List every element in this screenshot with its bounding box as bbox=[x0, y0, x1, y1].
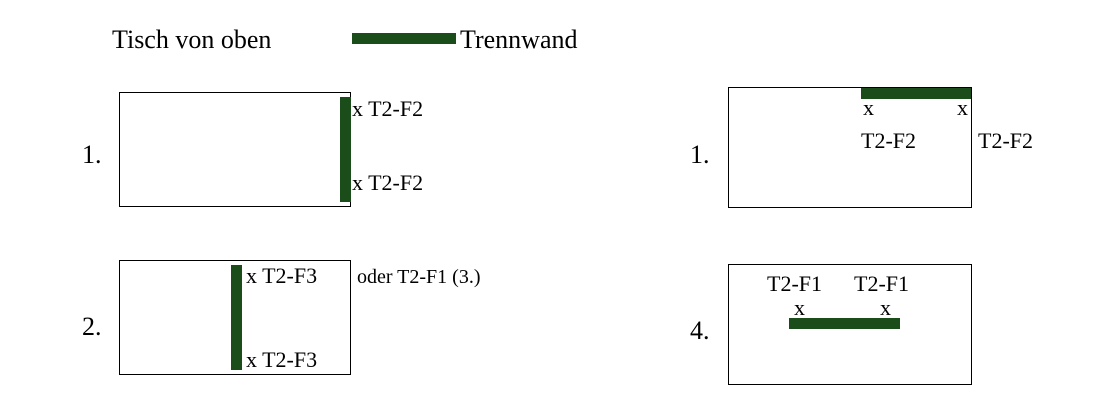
panel-3-label-left: T2-F2 bbox=[861, 128, 916, 153]
panel-4-marker-left: x bbox=[794, 295, 805, 320]
panel-1-label-bottom: x T2-F2 bbox=[352, 170, 424, 195]
panel-4-marker-right: x bbox=[880, 295, 891, 320]
legend-wall-label: Trennwand bbox=[460, 25, 578, 54]
panel-4-number: 4. bbox=[690, 316, 710, 345]
panel-3-marker-left: x bbox=[863, 95, 874, 120]
panel-3-marker-right: x bbox=[957, 95, 968, 120]
panel-2-number: 2. bbox=[82, 312, 102, 341]
panel-2-label-top: x T2-F3 bbox=[246, 263, 318, 288]
panel-3-table bbox=[728, 87, 972, 208]
panel-4-label-left: T2-F1 bbox=[767, 271, 822, 296]
panel-4-divider-wall bbox=[789, 318, 900, 329]
panel-3-divider-wall bbox=[861, 88, 971, 99]
panel-2-label-bottom: x T2-F3 bbox=[246, 347, 318, 372]
panel-1-number: 1. bbox=[82, 140, 102, 169]
panel-3-label-right: T2-F2 bbox=[978, 128, 1033, 153]
panel-3-number: 1. bbox=[690, 140, 710, 169]
panel-4-label-right: T2-F1 bbox=[854, 271, 909, 296]
legend-wall-swatch bbox=[352, 33, 456, 44]
panel-2-divider-wall bbox=[231, 265, 242, 370]
panel-2-note: oder T2-F1 (3.) bbox=[357, 266, 481, 288]
panel-1-divider-wall bbox=[340, 97, 351, 202]
legend-table-label: Tisch von oben bbox=[112, 25, 272, 54]
panel-1-label-top: x T2-F2 bbox=[352, 96, 424, 121]
panel-1-table bbox=[119, 92, 351, 207]
